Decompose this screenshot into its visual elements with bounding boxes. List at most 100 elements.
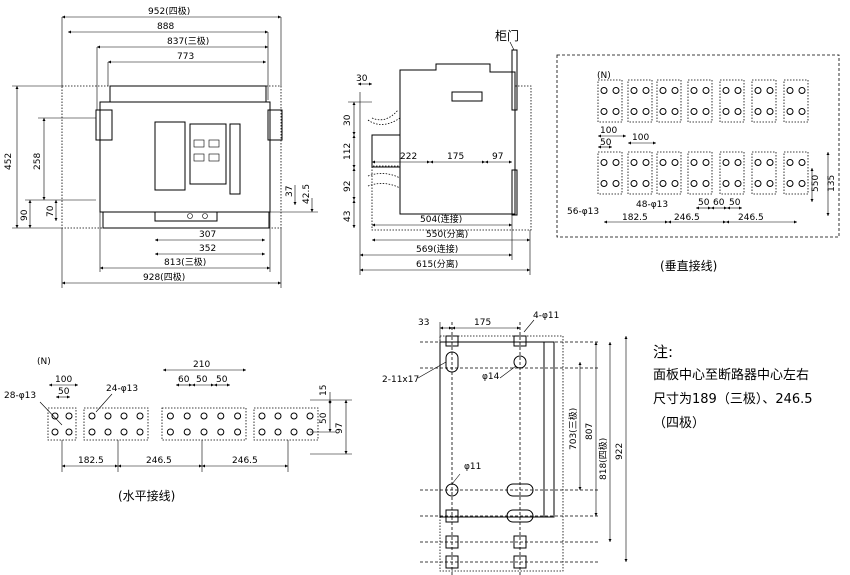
- bolt-hole: [290, 428, 298, 436]
- bolt-hole: [702, 108, 710, 115]
- note-text: 面板中心至断路器中心左右尺寸为189（三极）、246.5（四极）: [653, 368, 813, 431]
- side-dim-43: 43: [343, 211, 353, 222]
- m-dim-703: 703(三极): [567, 408, 579, 450]
- bolt-hole: [642, 108, 650, 115]
- side-dim-615: 615(分离): [416, 258, 458, 270]
- note-block: 注: 面板中心至断路器中心左右尺寸为189（三极）、246.5（四极）: [653, 340, 813, 436]
- front-view: 952(四极) 888 837(三极) 773 452 258 90 70 37…: [4, 5, 318, 288]
- vertical-upper-terminal: [687, 79, 713, 123]
- bolt-hole: [183, 412, 191, 420]
- bolt-hole: [200, 428, 208, 436]
- bolt-hole: [630, 108, 638, 115]
- horizontal-neutral-label: (N): [37, 357, 51, 367]
- vertical-upper-terminal: [783, 79, 809, 123]
- vertical-upper-terminal: [627, 79, 653, 123]
- v-dim-550: 550: [811, 175, 821, 192]
- bolt-hole: [183, 428, 191, 436]
- side-dim-112: 112: [343, 143, 353, 160]
- bolt-hole: [690, 108, 698, 115]
- h-dim-246-5a: 246.5: [146, 456, 172, 466]
- bolt-hole: [217, 428, 225, 436]
- vertical-upper-terminal: [597, 79, 623, 123]
- horizontal-wiring-caption: (水平接线): [118, 488, 175, 503]
- m-holes-4-11: 4-φ11: [533, 311, 559, 321]
- bolt-hole: [136, 428, 144, 436]
- bolt-hole: [600, 108, 608, 115]
- bolt-hole: [659, 180, 667, 187]
- dim-813: 813(三极): [164, 256, 206, 268]
- v-dim-100-top: 100: [600, 126, 617, 136]
- bolt-hole: [671, 180, 679, 187]
- bolt-hole: [659, 108, 667, 115]
- v-holes-56: 56-φ13: [567, 207, 599, 217]
- h-dim-100: 100: [55, 375, 72, 385]
- bolt-hole: [88, 428, 96, 436]
- h-dim-182-5: 182.5: [78, 456, 104, 466]
- bolt-hole: [120, 428, 128, 436]
- m-hole-14: φ14: [482, 372, 500, 382]
- side-dim-222: 222: [400, 152, 417, 162]
- horizontal-neutral-terminal: [47, 407, 77, 441]
- bolt-hole: [798, 108, 806, 115]
- m-dim-818: 818(四极): [597, 438, 609, 480]
- horizontal-wiring-view: (N) 210 100 50 60 50 50 28-φ13 24-φ13 15…: [4, 357, 352, 503]
- dim-888: 888: [157, 22, 174, 32]
- bolt-hole: [104, 428, 112, 436]
- bolt-hole: [766, 87, 774, 94]
- m-slot-2-11x17: 2-11x17: [382, 375, 419, 385]
- bolt-hole: [274, 412, 282, 420]
- dim-258: 258: [33, 153, 43, 170]
- side-dim-504: 504(连接): [420, 213, 462, 225]
- horizontal-terminal: [253, 407, 319, 441]
- bolt-hole: [642, 87, 650, 94]
- side-dim-175: 175: [447, 152, 464, 162]
- bolt-hole: [600, 159, 608, 166]
- bolt-hole: [734, 108, 742, 115]
- bolt-hole: [274, 428, 282, 436]
- bolt-hole: [734, 159, 742, 166]
- bolt-hole: [217, 412, 225, 420]
- bolt-hole: [65, 412, 73, 420]
- dim-90: 90: [20, 209, 30, 221]
- horizontal-terminal: [161, 407, 247, 441]
- h-holes-28: 28-φ13: [4, 391, 36, 401]
- side-dim-30: 30: [343, 114, 353, 126]
- bolt-hole: [200, 412, 208, 420]
- vertical-lower-terminal: [719, 151, 745, 195]
- bolt-hole: [702, 180, 710, 187]
- bolt-hole: [166, 412, 174, 420]
- bolt-hole: [88, 412, 96, 420]
- bolt-hole: [702, 87, 710, 94]
- bolt-hole: [734, 180, 742, 187]
- bolt-hole: [642, 159, 650, 166]
- dim-928: 928(四极): [143, 271, 185, 283]
- m-dim-175: 175: [474, 318, 491, 328]
- dim-42-5: 42.5: [302, 184, 312, 204]
- vertical-wiring-view: (N) 100 50 100 48-φ13 56-φ13 50 60 50 18…: [556, 54, 840, 273]
- bolt-hole: [612, 108, 620, 115]
- bolt-hole: [104, 412, 112, 420]
- dim-37: 37: [285, 186, 295, 197]
- vertical-lower-terminal: [656, 151, 682, 195]
- vertical-wiring-caption: (垂直接线): [660, 258, 717, 273]
- bolt-hole: [290, 412, 298, 420]
- bolt-hole: [786, 159, 794, 166]
- bolt-hole: [51, 428, 59, 436]
- m-dim-33: 33: [418, 318, 429, 328]
- bolt-hole: [734, 87, 742, 94]
- bolt-hole: [702, 159, 710, 166]
- bolt-hole: [600, 87, 608, 94]
- bolt-hole: [630, 180, 638, 187]
- h-dim-50d: 50: [319, 412, 329, 424]
- bolt-hole: [659, 159, 667, 166]
- bolt-hole: [51, 412, 59, 420]
- bolt-hole: [258, 412, 266, 420]
- h-dim-50a: 50: [58, 387, 70, 397]
- m-hole-11: φ11: [464, 462, 481, 472]
- v-dim-246-5a: 246.5: [674, 213, 700, 223]
- bolt-hole: [65, 428, 73, 436]
- bolt-hole: [630, 159, 638, 166]
- bolt-hole: [671, 159, 679, 166]
- note-title: 注:: [653, 343, 674, 361]
